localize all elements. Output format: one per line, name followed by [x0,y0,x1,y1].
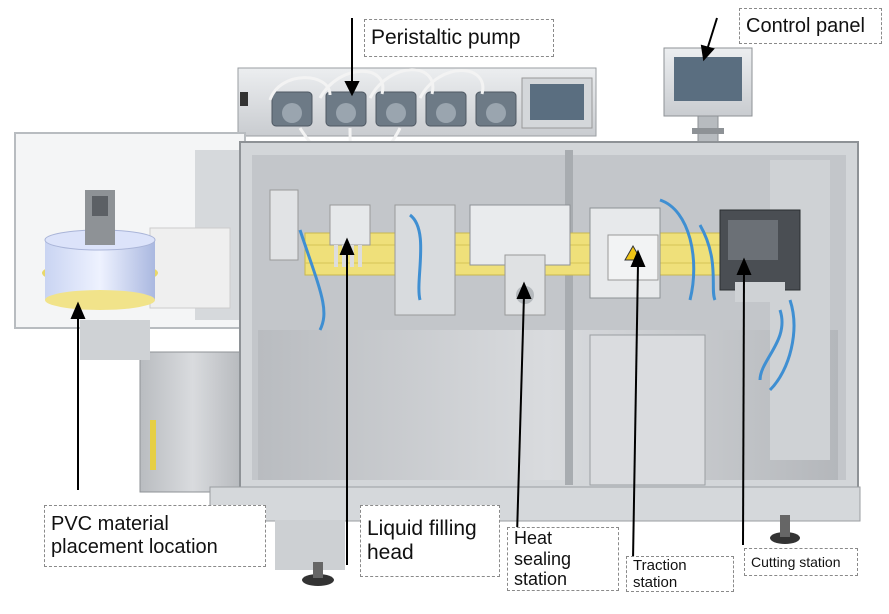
arrow-peristaltic-pump [344,81,360,97]
label-cutting-station: Cutting station [744,548,858,576]
annotation-arrows [70,17,752,565]
arrow-traction [630,249,646,267]
pump-screen [521,77,593,129]
arrow-heat-sealing [516,281,532,299]
main-body [239,141,859,493]
machine-base [209,486,861,586]
blue-tubes [298,198,796,392]
pvc-roll [42,190,158,310]
arrow-pvc-material [70,301,86,319]
label-control-panel: Control panel [739,8,882,44]
traction-unit [589,207,661,299]
arrow-control-panel [700,44,715,62]
filling-head [269,189,456,316]
arrow-cutting [736,257,752,275]
peristaltic-pump-heads [271,91,517,127]
label-pvc-material: PVC material placement location [44,505,266,567]
label-heat-sealing-station: Heat sealing station [507,527,619,591]
cutting-unit [719,209,801,302]
label-peristaltic-pump: Peristaltic pump [364,19,554,57]
label-traction-station: Traction station [626,556,734,592]
left-cabinet [80,320,246,493]
arrow-filling-head [339,237,355,255]
label-liquid-filling-head: Liquid filling head [360,505,500,577]
control-panel-terminal [663,47,753,151]
